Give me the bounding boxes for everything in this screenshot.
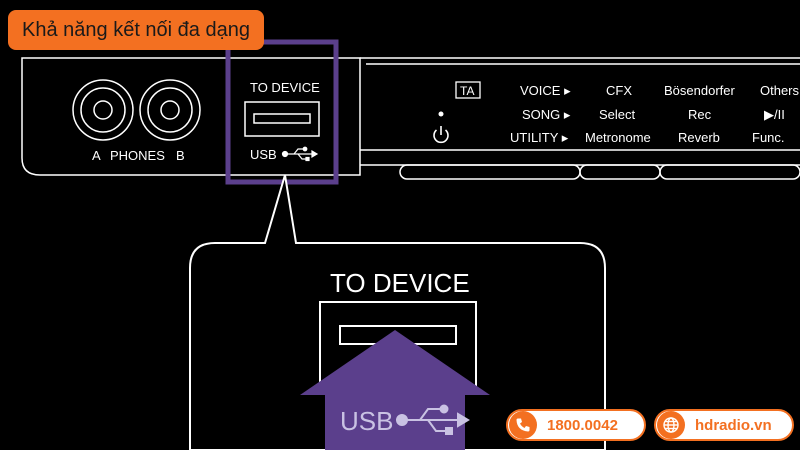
hotline-badge[interactable]: 1800.0042 — [506, 409, 646, 441]
usb-port — [244, 101, 320, 137]
phones-a-label: A — [92, 148, 101, 163]
btn-func: Func. — [752, 130, 785, 145]
btn-song: SONG ▸ — [522, 107, 571, 122]
phones-jack-a — [72, 79, 134, 141]
btn-bosendorfer: Bösendorfer — [664, 83, 735, 98]
piano-panel — [21, 57, 800, 180]
btn-play-pause: ▶/II — [764, 107, 785, 122]
website-url: hdradio.vn — [695, 416, 772, 434]
btn-rec: Rec — [688, 107, 712, 122]
usb-icon — [281, 146, 319, 162]
power-indicator — [438, 111, 444, 117]
btn-select: Select — [599, 107, 636, 122]
power-icon — [433, 126, 449, 144]
phones-jack-b — [139, 79, 201, 141]
btn-others: Others — [760, 83, 800, 98]
hotline-number: 1800.0042 — [547, 416, 618, 434]
btn-metronome: Metronome — [585, 130, 651, 145]
website-badge[interactable]: hdradio.vn — [654, 409, 794, 441]
usb-label: USB — [250, 147, 277, 162]
usb-highlight-box — [225, 39, 339, 185]
btn-reverb: Reverb — [678, 130, 720, 145]
title-banner: Khả năng kết nối đa dạng — [8, 10, 264, 50]
phone-icon — [509, 411, 537, 439]
phones-label: PHONES — [110, 148, 165, 163]
phones-b-label: B — [176, 148, 185, 163]
ta-label: TA — [460, 84, 474, 98]
btn-cfx: CFX — [606, 83, 632, 98]
globe-icon — [657, 411, 685, 439]
btn-utility: UTILITY ▸ — [510, 130, 569, 145]
zoom-usb-icon — [396, 404, 470, 435]
btn-voice: VOICE ▸ — [520, 83, 571, 98]
zoom-callout — [189, 174, 606, 450]
to-device-label: TO DEVICE — [250, 80, 320, 95]
ta-button — [455, 81, 481, 99]
zoom-to-device-label: TO DEVICE — [330, 268, 470, 298]
zoom-usb-label: USB — [340, 406, 393, 436]
